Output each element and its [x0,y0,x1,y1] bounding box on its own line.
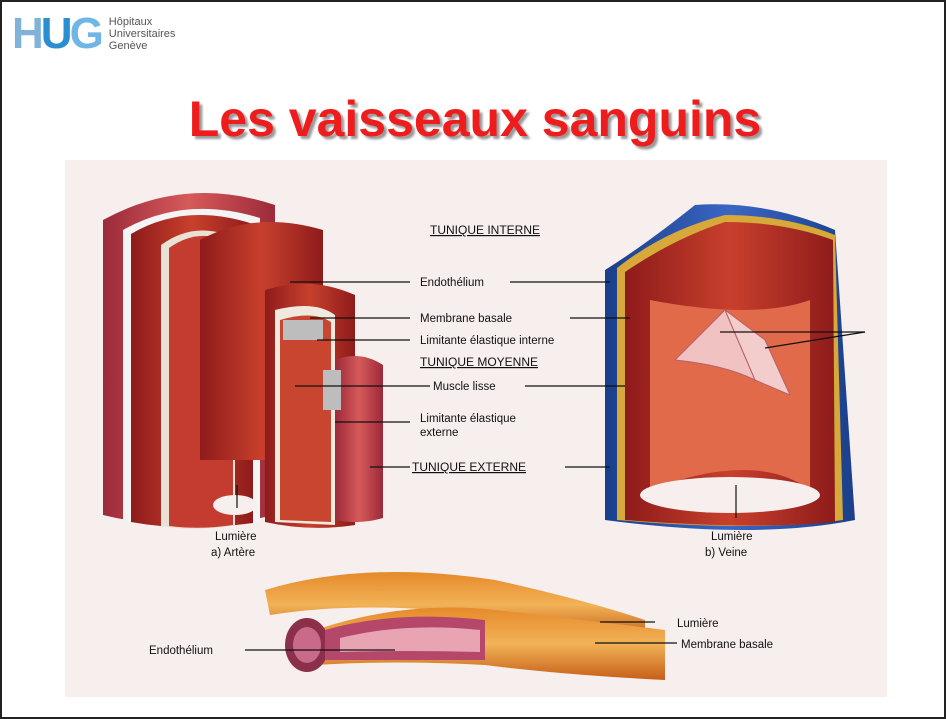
label-limitante-externe-1: Limitante élastique [420,413,516,425]
label-tunique-moyenne: TUNIQUE MOYENNE [420,355,538,369]
hug-logo: H U G Hôpitaux Universitaires Genève [12,12,175,56]
vein-illustration [605,204,855,530]
vessel-illustration: TUNIQUE INTERNE Endothélium Membrane bas… [65,160,887,697]
label-endothelium-capillaire: Endothélium [149,645,213,657]
label-membrane-basale: Membrane basale [420,313,512,325]
page-title: Les vaisseaux sanguins [2,90,946,148]
hug-logo-text: Hôpitaux Universitaires Genève [109,16,176,52]
label-limitante-interne: Limitante élastique interne [420,335,554,347]
label-lumiere-capillaire: Lumière [677,618,719,630]
label-tunique-externe: TUNIQUE EXTERNE [412,460,526,474]
label-tunique-interne: TUNIQUE INTERNE [430,223,540,237]
artery-illustration [103,193,383,529]
label-membrane-basale-capillaire: Membrane basale [681,639,773,651]
label-muscle-lisse: Muscle lisse [433,381,496,393]
label-limitante-externe-2: externe [420,427,458,439]
label-veine: b) Veine [705,547,747,559]
capillary-illustration [265,572,665,680]
label-artere: a) Artère [211,547,255,559]
label-lumiere-veine: Lumière [711,531,753,543]
label-lumiere-artere: Lumière [215,531,257,543]
label-endothelium: Endothélium [420,277,484,289]
blood-vessel-diagram: TUNIQUE INTERNE Endothélium Membrane bas… [65,160,887,697]
hug-logo-mark: H U G [12,12,101,56]
